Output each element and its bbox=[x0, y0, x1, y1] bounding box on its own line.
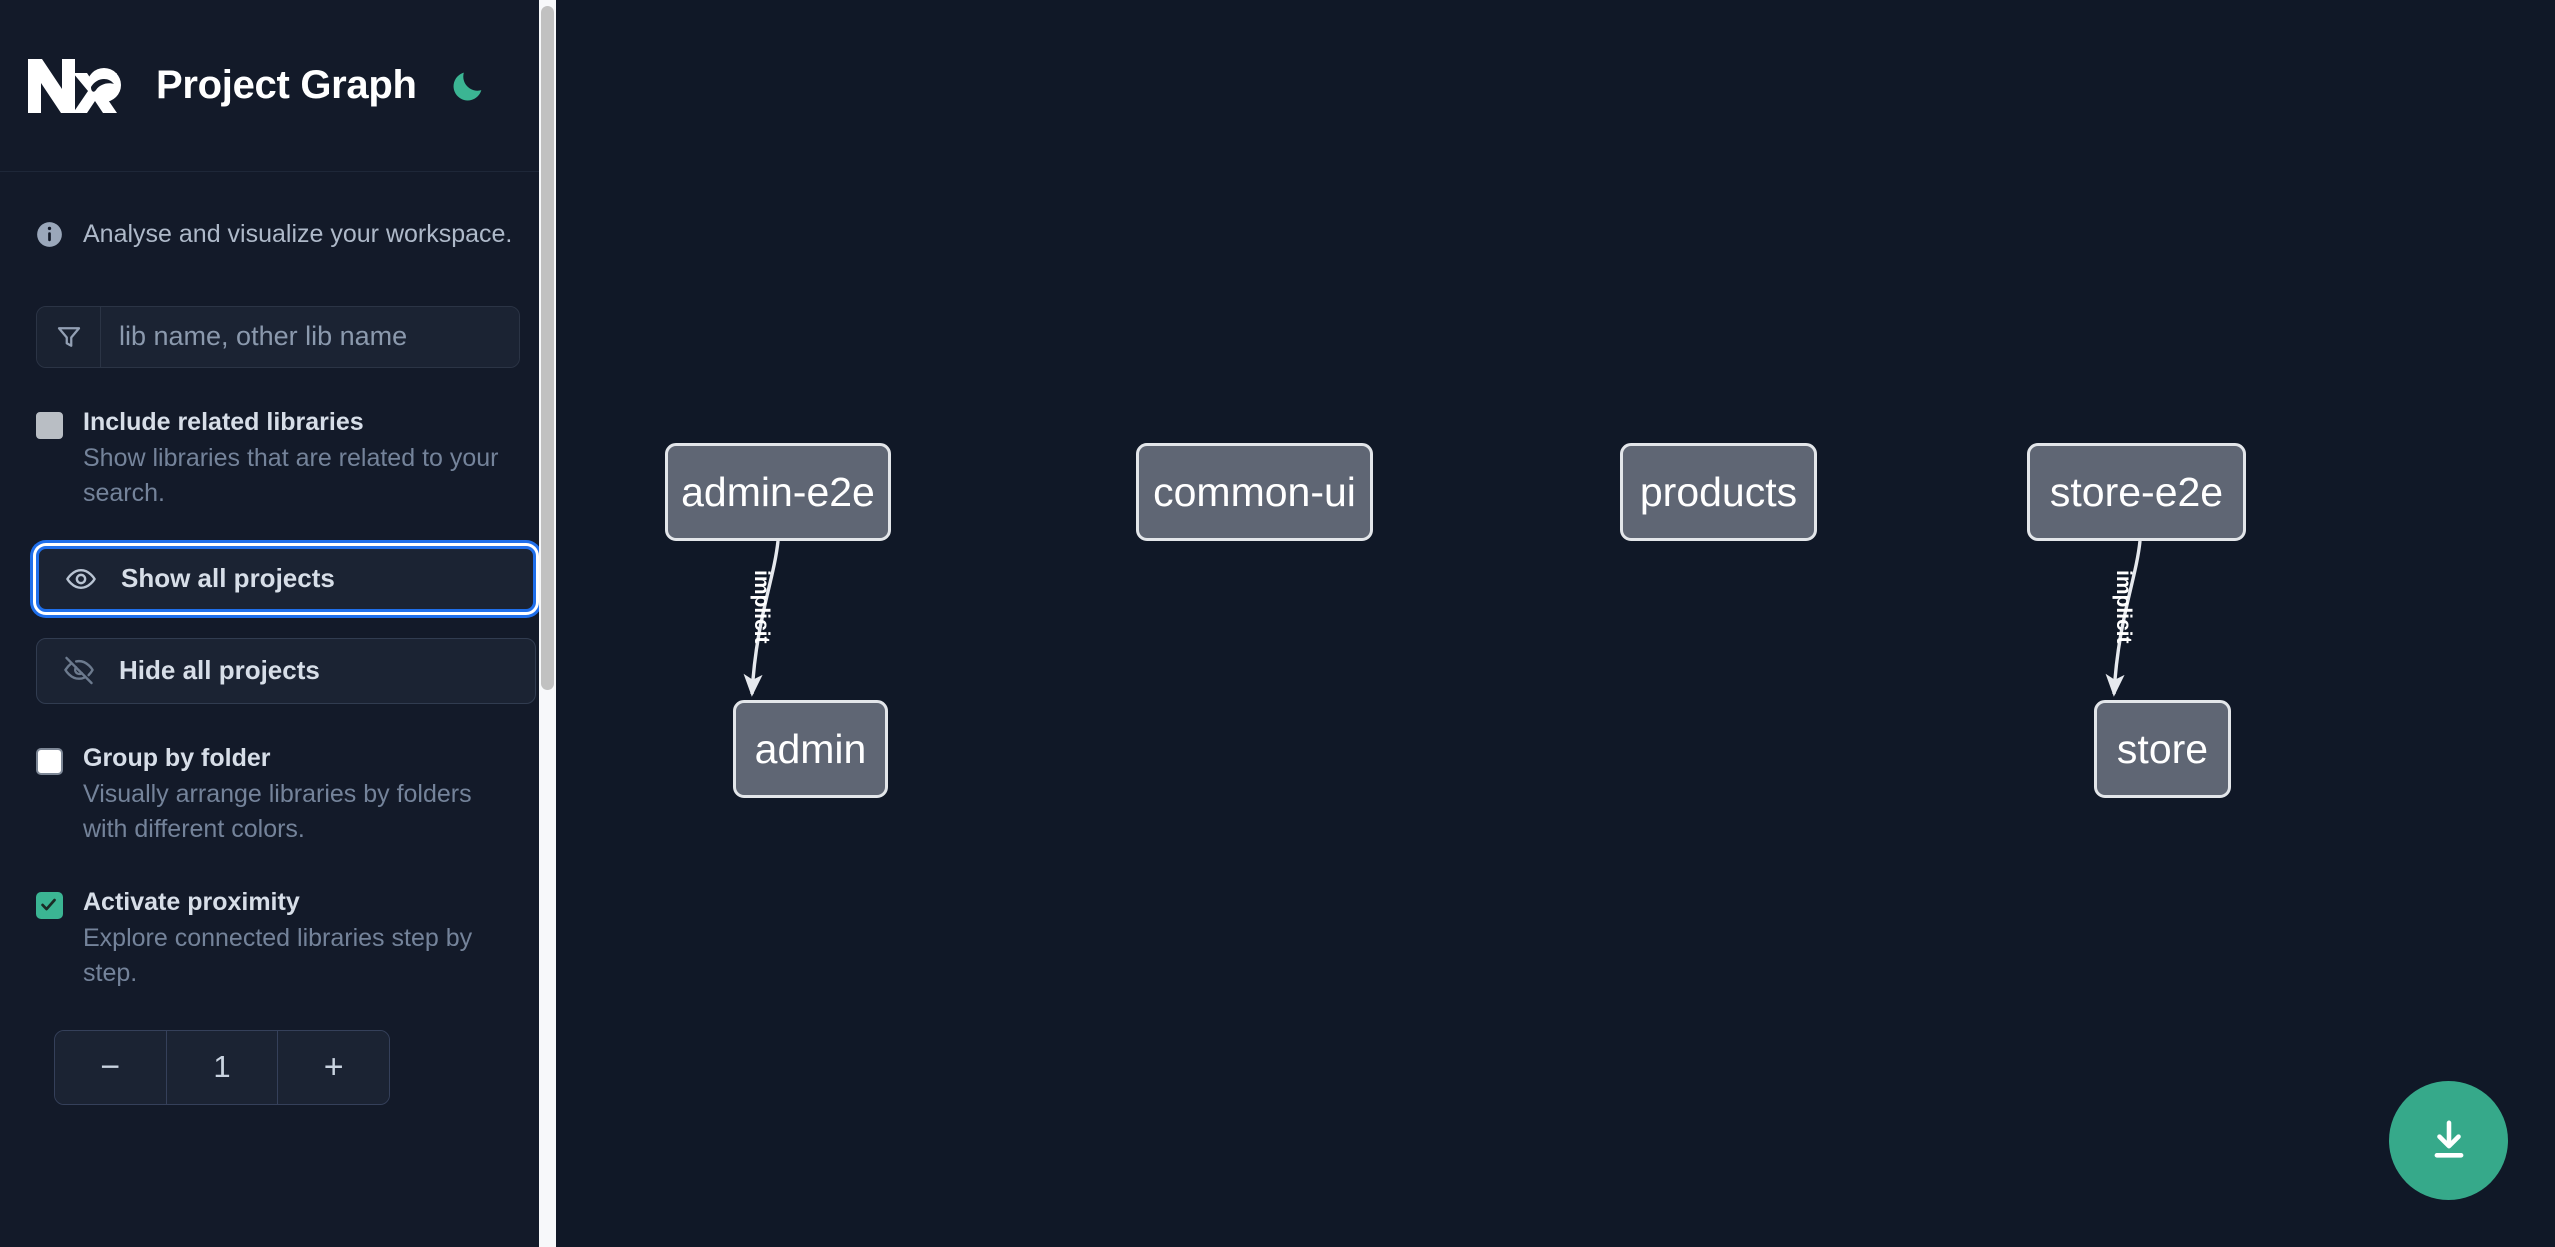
option-text: Activate proximity Explore connected lib… bbox=[83, 886, 520, 992]
download-graph-button[interactable] bbox=[2389, 1081, 2508, 1200]
proximity-value: 1 bbox=[213, 1049, 231, 1084]
moon-glyph bbox=[453, 72, 481, 100]
graph-node-store[interactable]: store bbox=[2094, 700, 2231, 798]
sidebar-scrollbar-thumb[interactable] bbox=[541, 6, 554, 690]
proximity-stepper[interactable]: − 1 + bbox=[54, 1029, 390, 1105]
funnel-glyph bbox=[57, 326, 80, 347]
option-text: Group by folder Visually arrange librari… bbox=[83, 742, 520, 848]
tagline: Analyse and visualize your workspace. bbox=[36, 172, 520, 261]
option-group-by-folder[interactable]: Group by folder Visually arrange librari… bbox=[36, 742, 520, 848]
tagline-text: Analyse and visualize your workspace. bbox=[83, 220, 513, 248]
eye-icon bbox=[65, 563, 99, 595]
graph-node-common-ui[interactable]: common-ui bbox=[1136, 443, 1373, 541]
info-icon bbox=[37, 221, 62, 247]
filter-field[interactable] bbox=[36, 305, 520, 368]
checkmark-icon bbox=[41, 898, 56, 910]
sidebar-header: Project Graph bbox=[0, 0, 556, 172]
project-visibility-buttons: Show all projects Hide all projects bbox=[36, 545, 536, 704]
graph-edges bbox=[743, 540, 2142, 697]
search-input[interactable] bbox=[101, 306, 519, 367]
option-label: Activate proximity bbox=[83, 887, 300, 916]
hide-all-projects-label: Hide all projects bbox=[119, 655, 320, 685]
eye-off-icon bbox=[63, 655, 97, 687]
moon-icon[interactable] bbox=[445, 63, 491, 109]
proximity-increment-button[interactable]: + bbox=[278, 1030, 389, 1104]
option-activate-proximity[interactable]: Activate proximity Explore connected lib… bbox=[36, 886, 520, 992]
sidebar-scrollbar[interactable] bbox=[539, 0, 556, 1247]
edge-label-admin-e2e-to-admin: implicit bbox=[750, 570, 773, 644]
stepper-divider bbox=[165, 1030, 167, 1104]
eye-off-glyph bbox=[64, 656, 94, 684]
option-description: Explore connected libraries step by step… bbox=[83, 923, 473, 988]
graph-node-store-e2e[interactable]: store-e2e bbox=[2027, 443, 2246, 541]
nx-logo bbox=[28, 58, 121, 113]
option-description: Show libraries that are related to your … bbox=[83, 443, 499, 508]
show-all-projects-button[interactable]: Show all projects bbox=[36, 545, 536, 612]
graph-canvas[interactable]: admin-e2e common-ui products store-e2e a… bbox=[556, 0, 2555, 1247]
edge-label-store-e2e-to-store: implicit bbox=[2112, 570, 2135, 644]
page-title: Project Graph bbox=[156, 63, 417, 107]
hide-all-projects-button[interactable]: Hide all projects bbox=[36, 637, 536, 704]
node-label: admin bbox=[754, 725, 867, 772]
include-related-libraries-checkbox[interactable] bbox=[36, 411, 63, 439]
stepper-divider bbox=[277, 1030, 279, 1104]
eye-glyph bbox=[66, 568, 96, 589]
edge-store-e2e-to-store bbox=[2105, 540, 2142, 697]
node-label: common-ui bbox=[1153, 468, 1356, 515]
node-label: store bbox=[2116, 725, 2209, 772]
graph-node-products[interactable]: products bbox=[1620, 443, 1817, 541]
option-description: Visually arrange libraries by folders wi… bbox=[83, 779, 472, 844]
edge-admin-e2e-to-admin bbox=[743, 540, 780, 697]
graph-node-admin[interactable]: admin bbox=[733, 700, 888, 798]
funnel-icon bbox=[37, 306, 101, 367]
option-label: Group by folder bbox=[83, 743, 271, 772]
sidebar-body: Analyse and visualize your workspace. In… bbox=[0, 172, 556, 1105]
node-label: admin-e2e bbox=[681, 468, 875, 515]
option-include-related-libraries[interactable]: Include related libraries Show libraries… bbox=[36, 406, 520, 512]
option-text: Include related libraries Show libraries… bbox=[83, 406, 520, 512]
activate-proximity-checkbox[interactable] bbox=[36, 891, 63, 919]
graph-node-admin-e2e[interactable]: admin-e2e bbox=[665, 443, 891, 541]
show-all-projects-label: Show all projects bbox=[121, 563, 335, 593]
proximity-decrement-button[interactable]: − bbox=[55, 1030, 166, 1104]
node-label: products bbox=[1639, 468, 1798, 515]
node-label: store-e2e bbox=[2049, 468, 2224, 515]
group-by-folder-checkbox[interactable] bbox=[36, 747, 63, 775]
download-icon bbox=[2434, 1120, 2463, 1158]
sidebar: Project Graph Analyse and visualize your… bbox=[0, 0, 556, 1247]
option-label: Include related libraries bbox=[83, 407, 364, 436]
